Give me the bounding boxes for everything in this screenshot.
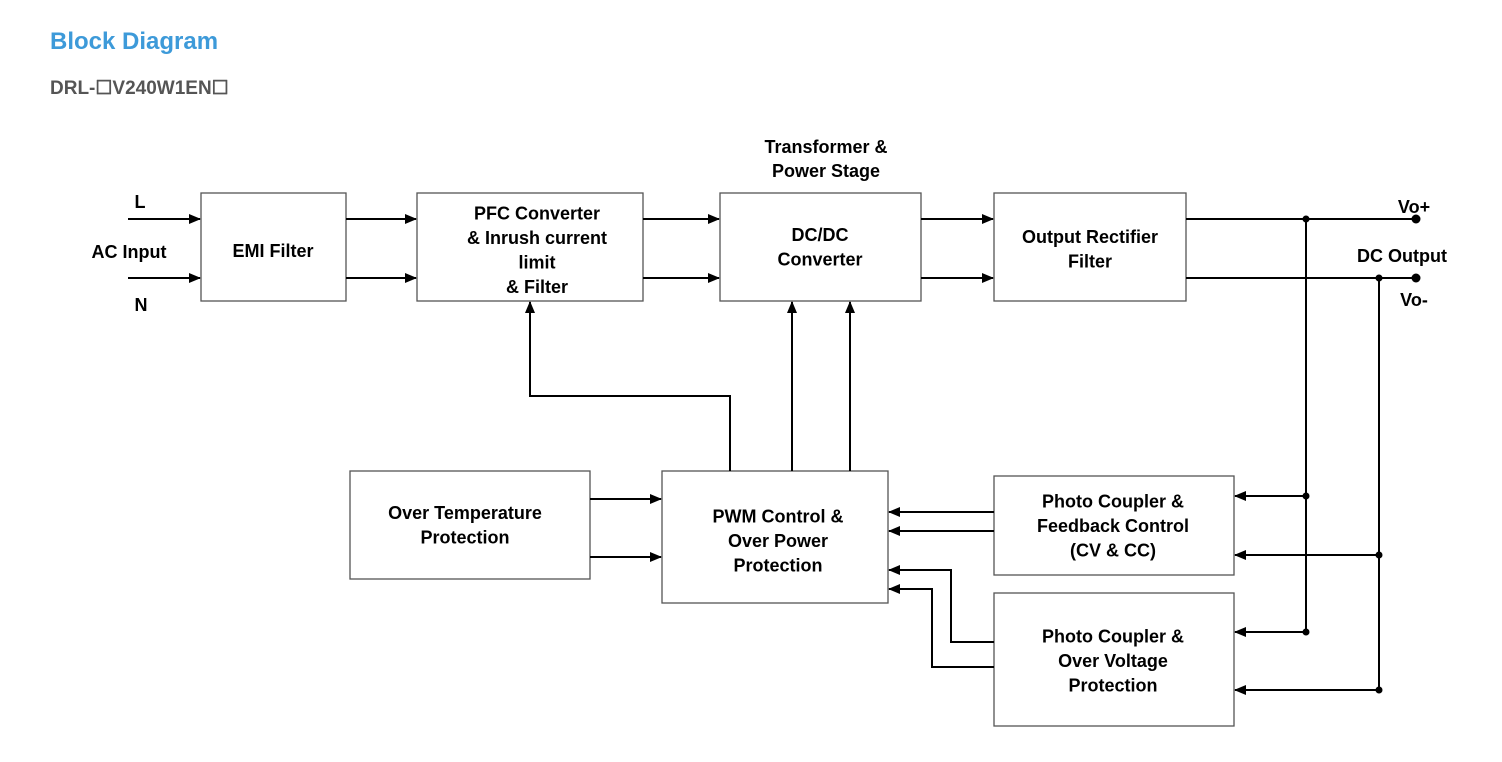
block-label-line: PWM Control & [713,507,844,527]
block-label-fb: Photo Coupler & Feedback Control (CV & CC) [1037,492,1189,561]
block-label-line: & Inrush current [467,228,607,248]
block-label-line: limit [518,252,555,272]
block-label-line: Photo Coupler & [1042,492,1184,512]
model-number: DRL-☐V240W1EN☐ [50,78,229,99]
ac-input-label: AC Input [92,242,167,262]
block-label-line: Protection [1068,676,1157,696]
arrow-pwm-to-pfc [525,301,731,471]
block-label-dcdc: DC/DC Converter [777,225,862,270]
block-label-pfc: PFC Converter & Inrush current limit & Filt… [467,203,607,297]
block-label-line: Over Power [728,531,828,551]
vo-plus-label: Vo+ [1398,197,1430,217]
block-label-line: Converter [777,249,862,269]
block-dcdc-converter: DC/DC Converter [719,192,922,302]
vo-minus-terminal [1411,273,1421,283]
block-label-line: & Filter [506,277,568,297]
input-l-label: L [135,192,146,212]
block-label-emi: EMI Filter [232,241,313,261]
block-feedback-control: Photo Coupler & Feedback Control (CV & CC) [993,475,1235,576]
block-label-line: Protection [733,556,822,576]
block-label-line: Filter [1068,251,1112,271]
stage-caption-line2: Power Stage [772,161,880,181]
vo-plus-terminal [1411,214,1421,224]
block-label-line: PFC Converter [474,203,600,223]
dc-output-label: DC Output [1357,246,1447,266]
block-emi-filter: EMI Filter [200,192,347,302]
block-pfc-converter: PFC Converter & Inrush current limit & Filt… [416,192,644,302]
block-label-line: (CV & CC) [1070,541,1156,561]
input-n-label: N [135,295,148,315]
page-title: Block Diagram [50,28,219,55]
block-label-line: Feedback Control [1037,516,1189,536]
block-label-line: Over Temperature [388,503,542,523]
block-label-line: Photo Coupler & [1042,627,1184,647]
block-label-line: DC/DC [792,225,849,245]
arrow-ovp-to-pwm-2 [888,584,994,668]
block-label-line: EMI Filter [232,241,313,261]
arrow-ovp-to-pwm-1 [888,565,994,643]
block-label-line: Output Rectifier [1022,227,1158,247]
block-label-line: Over Voltage [1058,651,1168,671]
vo-minus-label: Vo- [1400,290,1428,310]
stage-caption-line1: Transformer & [764,137,887,157]
block-label-line: Protection [420,527,509,547]
